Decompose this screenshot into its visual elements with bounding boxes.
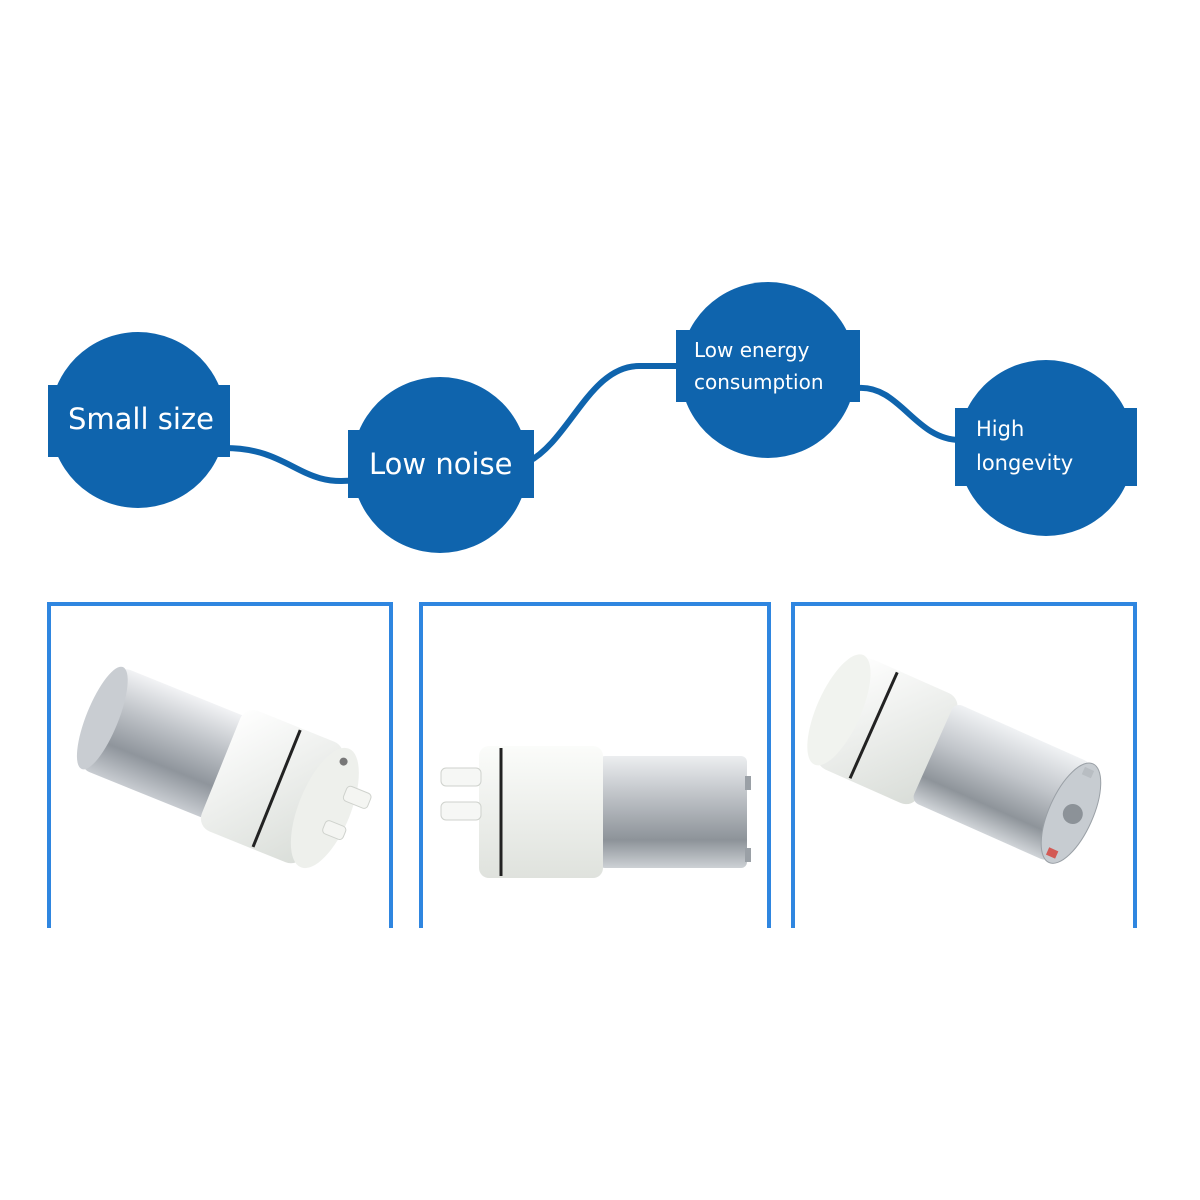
badge-high-longevity [955, 360, 1137, 536]
badge-low-noise [348, 377, 534, 553]
pump-image-side [440, 746, 751, 878]
connector-wave [222, 362, 963, 485]
badge-label-low-energy-line2: consumption [694, 370, 824, 394]
badge-label-high-longevity-line2: longevity [976, 451, 1074, 475]
pump-image-angled-front [76, 666, 372, 869]
badge-label-high-longevity-line1: High [976, 417, 1025, 441]
product-photo-frame-2 [419, 602, 771, 928]
badge-label-low-energy: Low energy consumption [694, 334, 824, 398]
badge-label-small-size: Small size [68, 402, 214, 436]
badge-low-energy [676, 282, 860, 458]
product-photo-frame-1 [47, 602, 393, 928]
badge-small-size [48, 332, 230, 508]
badge-label-high-longevity: High longevity [976, 412, 1073, 480]
badge-label-low-noise: Low noise [369, 447, 513, 481]
pump-image-rear [807, 654, 1102, 864]
badge-label-low-energy-line1: Low energy [694, 338, 810, 362]
product-photo-frame-3 [791, 602, 1137, 928]
